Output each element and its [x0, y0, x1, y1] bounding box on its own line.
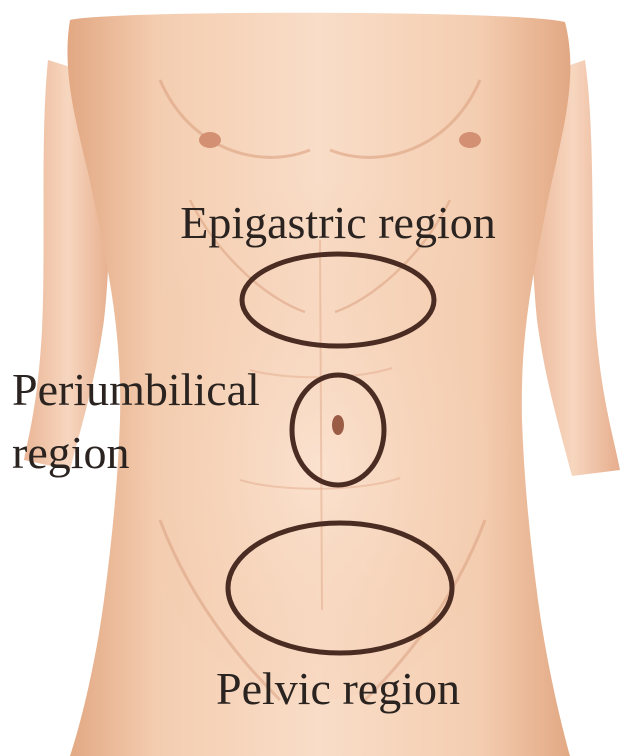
epigastric-region-label: Epigastric region: [180, 197, 496, 248]
navel: [332, 415, 344, 435]
periumbilical-region-label-line2: region: [12, 427, 130, 478]
nipple-right: [459, 132, 481, 148]
nipple-left: [199, 132, 221, 148]
periumbilical-region-label: Periumbilical: [12, 364, 260, 415]
pelvic-region-label: Pelvic region: [216, 663, 460, 714]
